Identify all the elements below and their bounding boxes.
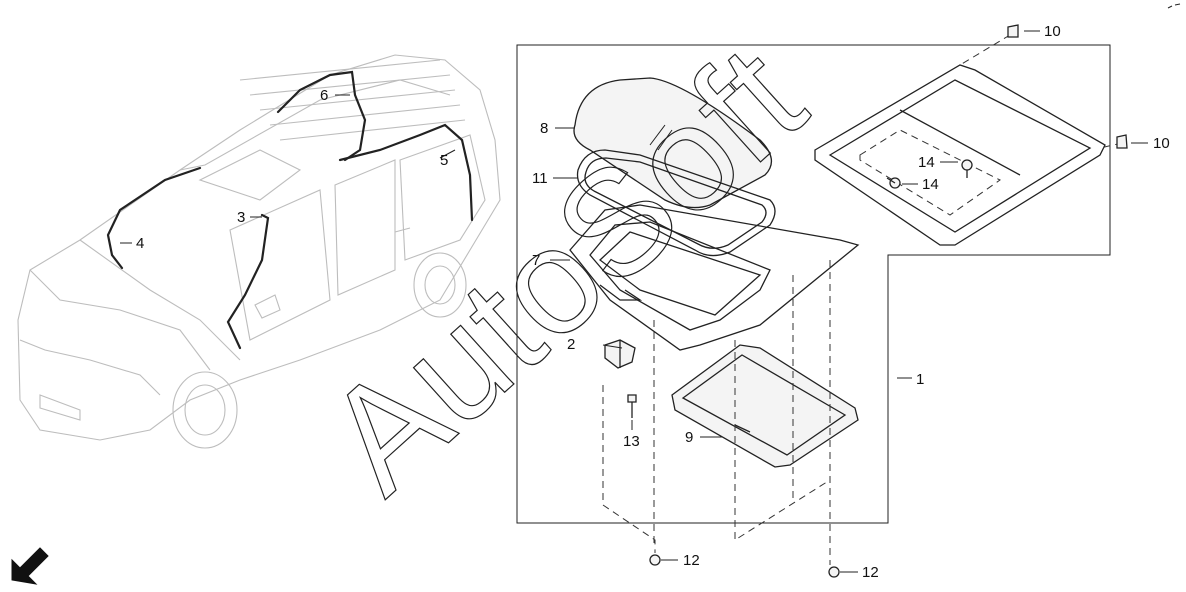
sunshade (671, 344, 859, 468)
callout-1: 1 (916, 371, 924, 388)
callout-4: 4 (136, 235, 144, 252)
callout-11: 11 (532, 170, 548, 187)
callout-8: 8 (540, 120, 548, 137)
callout-10-top: 10 (1044, 23, 1061, 40)
glass-seal (576, 149, 776, 257)
sunroof-frame (569, 204, 860, 351)
assembly-guides (602, 260, 831, 565)
callout-3: 3 (237, 209, 245, 226)
screw-14-lower-icon (886, 177, 901, 189)
bolt-13-icon (627, 394, 637, 418)
sunroof-glass-panel (573, 77, 772, 209)
nut-12-right-icon (828, 566, 840, 578)
leader-lines (120, 30, 1148, 573)
front-direction-arrow-icon (11, 547, 49, 585)
clip-10-right-icon (1116, 134, 1128, 149)
sunroof-motor (604, 339, 636, 369)
callout-labels: 1 2 3 4 5 6 7 8 9 10 10 11 12 12 13 14 1… (136, 23, 1170, 581)
callout-6: 6 (320, 87, 328, 104)
callout-12-right: 12 (862, 564, 879, 581)
assembly-boundary (516, 44, 1111, 524)
bracket-10-top-guide (959, 34, 1011, 66)
callout-5: 5 (440, 152, 448, 169)
callout-7: 7 (532, 252, 540, 269)
vehicle-illustration (17, 54, 501, 449)
callout-14-upper: 14 (918, 154, 935, 171)
callout-14-lower: 14 (922, 176, 939, 193)
front-left-drain-hose (106, 166, 202, 270)
callout-9: 9 (685, 429, 693, 446)
callout-10-right: 10 (1153, 135, 1170, 152)
front-right-drain-hose (226, 213, 270, 350)
rear-left-drain-hose (276, 70, 367, 162)
rear-support-frame (814, 64, 1106, 246)
nut-12-left-icon (649, 554, 661, 566)
callout-13: 13 (623, 433, 640, 450)
clip-10-top-icon (1007, 24, 1019, 38)
callout-12-left: 12 (683, 552, 700, 569)
screw-14-upper-icon (961, 159, 973, 178)
callout-2: 2 (567, 336, 575, 353)
corner-mark (1167, 3, 1181, 9)
drain-hoses (106, 70, 474, 350)
rear-right-drain-hose (338, 123, 474, 222)
glass-reflection (649, 124, 673, 151)
